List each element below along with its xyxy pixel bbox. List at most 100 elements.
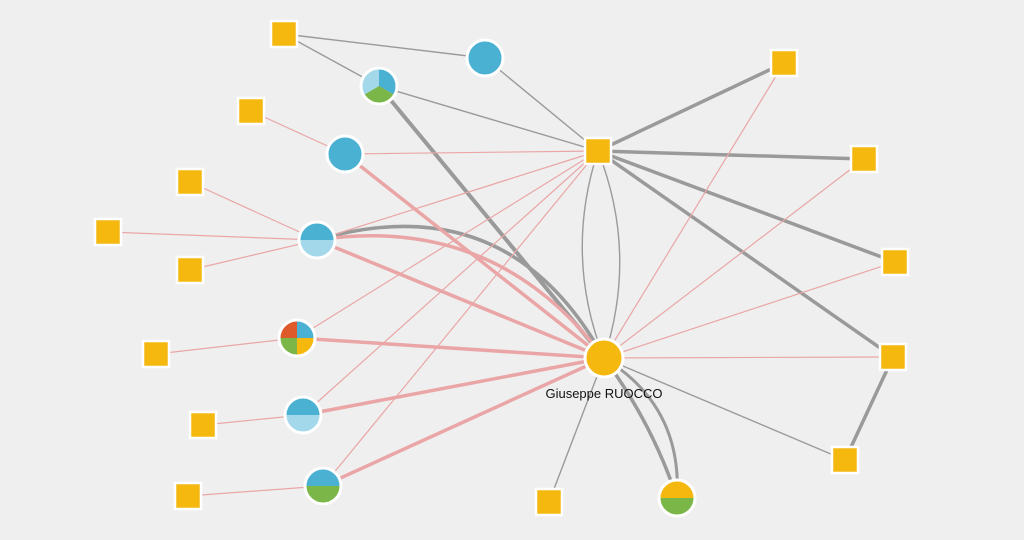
graph-edge — [295, 336, 606, 360]
author-square-node[interactable] — [830, 445, 860, 475]
graph-edge — [603, 158, 865, 359]
topic-circle-node[interactable] — [657, 478, 697, 518]
node-shape — [269, 19, 299, 49]
graph-edge — [344, 150, 599, 155]
graph-edge — [581, 150, 605, 359]
node-outline — [325, 134, 365, 174]
central-node-label: Giuseppe RUOCCO — [545, 386, 662, 401]
central-author-node[interactable] — [583, 337, 625, 379]
topic-circle-node[interactable] — [325, 134, 365, 174]
author-square-node[interactable] — [583, 136, 613, 166]
node-shape — [141, 339, 171, 369]
author-square-node[interactable] — [175, 255, 205, 285]
node-shape — [585, 339, 623, 377]
graph-edge — [596, 149, 895, 359]
node-segment — [363, 86, 395, 105]
graph-edge — [603, 357, 846, 461]
node-shape — [880, 247, 910, 277]
topic-circle-node[interactable] — [297, 220, 337, 260]
graph-edge — [189, 181, 318, 241]
node-outline — [277, 318, 317, 358]
node-shape — [878, 342, 908, 372]
node-segment — [659, 498, 695, 516]
graph-edge — [597, 150, 621, 359]
node-outline — [303, 466, 343, 506]
node-segment — [279, 338, 297, 356]
graph-edge — [603, 62, 785, 359]
node-segment — [297, 338, 315, 356]
graph-edge — [296, 150, 599, 339]
graph-edge — [484, 57, 599, 152]
graph-edge — [596, 61, 786, 153]
graph-edge — [155, 337, 298, 355]
node-segment — [285, 397, 321, 415]
topic-circle-node[interactable] — [283, 395, 323, 435]
node-shape — [467, 40, 503, 76]
node-shape — [769, 48, 799, 78]
author-square-node[interactable] — [188, 410, 218, 440]
author-square-node[interactable] — [849, 144, 879, 174]
author-square-node[interactable] — [173, 481, 203, 511]
graph-edge — [107, 231, 318, 241]
graph-edge — [315, 224, 606, 360]
graph-edge — [315, 238, 606, 360]
author-square-node[interactable] — [93, 217, 123, 247]
node-outline — [359, 66, 399, 106]
graph-edge — [189, 239, 318, 271]
node-segment — [285, 415, 321, 433]
node-shape — [188, 410, 218, 440]
node-outline — [465, 38, 505, 78]
node-shape — [327, 136, 363, 172]
topic-circle-node[interactable] — [303, 466, 343, 506]
author-square-node[interactable] — [878, 342, 908, 372]
graph-edge — [316, 150, 599, 241]
graph-edge — [603, 261, 896, 359]
node-segment — [659, 480, 695, 498]
node-segment — [299, 222, 335, 240]
topic-circle-node[interactable] — [277, 318, 317, 358]
node-segment — [305, 468, 341, 486]
topic-circle-node[interactable] — [465, 38, 505, 78]
node-segment — [305, 486, 341, 504]
node-shape — [173, 481, 203, 511]
node-shape — [849, 144, 879, 174]
node-shape — [175, 255, 205, 285]
node-segment — [297, 320, 315, 338]
node-outline — [657, 478, 697, 518]
graph-edge — [603, 356, 894, 359]
author-square-node[interactable] — [175, 167, 205, 197]
graph-edge — [596, 149, 866, 161]
node-segment — [299, 240, 335, 258]
node-segment — [279, 320, 297, 338]
node-outline — [283, 395, 323, 435]
author-square-node[interactable] — [534, 487, 564, 517]
graph-edge — [315, 233, 606, 360]
author-square-node[interactable] — [141, 339, 171, 369]
graph-edge — [283, 33, 486, 59]
node-shape — [93, 217, 123, 247]
graph-edge — [843, 355, 895, 462]
graph-edge — [602, 356, 679, 500]
topic-circle-node[interactable] — [359, 66, 399, 106]
edge-layer — [107, 33, 897, 503]
graph-edge — [187, 485, 324, 497]
author-square-node[interactable] — [769, 48, 799, 78]
author-square-node[interactable] — [880, 247, 910, 277]
node-shape — [583, 136, 613, 166]
graph-edge — [596, 149, 897, 264]
node-outline — [583, 337, 625, 379]
author-square-node[interactable] — [236, 96, 266, 126]
graph-edge — [322, 150, 599, 487]
graph-edge — [301, 356, 606, 417]
node-shape — [175, 167, 205, 197]
node-shape — [236, 96, 266, 126]
node-shape — [534, 487, 564, 517]
graph-edge — [321, 356, 606, 488]
node-shape — [830, 445, 860, 475]
graph-edge — [302, 150, 599, 416]
node-layer — [93, 19, 910, 518]
graph-edge — [548, 357, 605, 503]
graph-edge — [378, 85, 599, 152]
author-square-node[interactable] — [269, 19, 299, 49]
